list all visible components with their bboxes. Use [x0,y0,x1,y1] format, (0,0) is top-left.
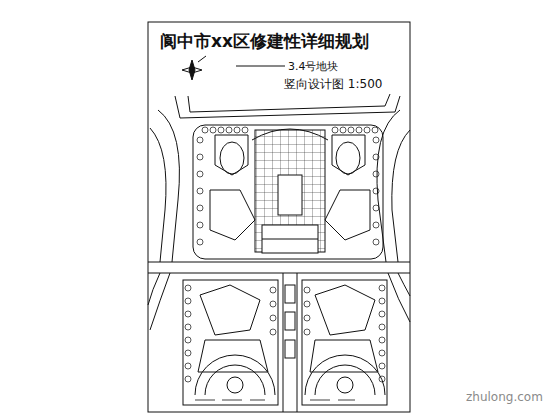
tree [379,363,385,369]
tree [270,315,276,321]
block-label: 3.4号地块 [288,59,339,74]
lower-left-block [183,280,278,405]
tree [185,337,191,343]
tree [372,127,378,133]
tree-row [185,127,385,382]
tree [332,127,338,133]
tree [373,171,379,177]
tree [270,287,276,293]
tree [234,127,240,133]
tree [379,350,385,356]
label-rule [236,66,285,67]
tree [340,127,346,133]
tree [373,222,379,228]
upper-block [193,125,383,259]
tree [304,315,310,321]
tree [373,188,379,194]
watermark: zhulong.com [466,390,543,404]
tree [185,324,191,330]
tree [197,171,203,177]
median-islands [285,285,295,358]
tree [197,154,203,160]
tree [185,298,191,304]
tree [185,376,191,382]
tree [379,337,385,343]
tree [197,188,203,194]
tree [373,239,379,245]
tree [185,311,191,317]
tree [379,285,385,291]
tree [226,127,232,133]
tree [348,127,354,133]
tree [373,137,379,143]
drawing-scale: 竖向设计图 1:500 [284,76,382,93]
north-arrow [182,56,206,80]
tree [197,239,203,245]
tree [364,127,370,133]
tree [202,127,208,133]
tree [197,205,203,211]
tree [373,154,379,160]
sheet-frame [148,22,410,412]
tree [373,205,379,211]
tree [185,363,191,369]
legend-strip [195,400,355,401]
tree [379,298,385,304]
tree [356,127,362,133]
map-title: 阆中市xx区修建性详细规划 [160,30,369,53]
tree [270,329,276,335]
tree [304,301,310,307]
tree [379,311,385,317]
tree [379,324,385,330]
tree [185,350,191,356]
tree [197,137,203,143]
tree [304,287,310,293]
tree [197,222,203,228]
tree [379,376,385,382]
roads [148,94,410,412]
tree [242,127,248,133]
tree [270,301,276,307]
tree [218,127,224,133]
lower-right-block [302,280,387,405]
tree [210,127,216,133]
tree [185,285,191,291]
tree [304,329,310,335]
